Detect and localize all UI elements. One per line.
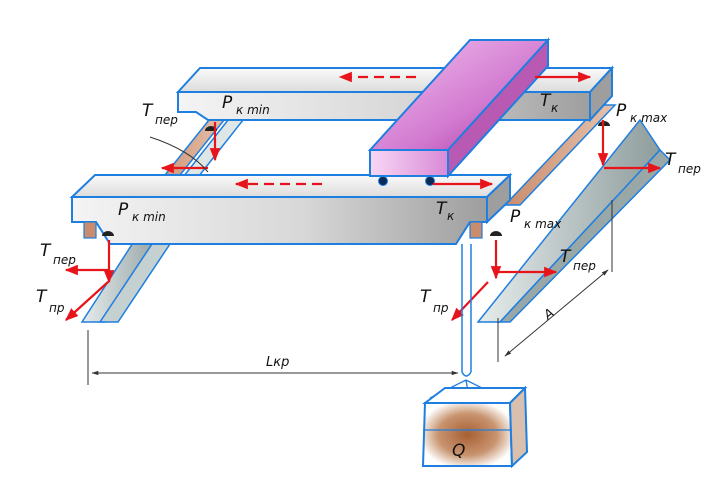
label-t-pr-front-right: T пр [420,287,449,315]
label-t-k-back: T к [540,91,559,115]
t-k-front-main: T [436,199,448,219]
label-t-per-front-left: T пер [40,241,76,267]
t-k-front-sub: к [447,209,455,223]
t-per-back-left-main: T [142,101,154,121]
t-per-front-right-main: T [560,247,572,267]
label-p-kmin-front: P к min [118,200,166,224]
p-kmax-back-main: P [616,101,627,121]
t-pr-front-left-main: T [36,287,48,307]
label-t-per-front-right: T пер [560,247,596,273]
label-p-kmax-front: P к max [510,207,562,231]
rail-front-right [476,118,672,323]
label-p-kmin-back: P к min [222,93,270,117]
p-kmax-back-sub: к max [630,111,668,125]
p-kmin-back-sub: к min [236,103,270,117]
label-t-k-front: T к [436,199,455,223]
t-per-front-left-sub: пер [53,253,76,267]
t-pr-front-right-sub: пр [433,301,449,315]
label-a-dim: A [540,306,557,324]
p-kmax-front-main: P [510,207,521,227]
trolley [367,37,551,186]
label-t-per-back-left: T пер [142,101,178,127]
t-pr-front-right-main: T [420,287,432,307]
t-per-back-right-main: T [665,150,677,170]
hook-and-load [421,244,529,469]
label-t-per-back-right: T пер [665,150,701,176]
label-p-kmax-back: P к max [616,101,668,125]
t-per-front-left-main: T [40,241,52,261]
angle-arc [149,136,209,173]
label-load-q: Q [452,441,465,461]
label-l-kr: Lкр [266,355,289,370]
t-k-back-sub: к [551,101,559,115]
p-kmin-back-main: P [222,93,233,113]
t-per-back-left-sub: пер [155,113,178,127]
t-k-back-main: T [540,91,552,111]
rail-front-left [80,231,180,323]
p-kmax-front-sub: к max [524,217,562,231]
t-pr-front-left-sub: пр [49,301,65,315]
t-per-front-right-sub: пер [573,259,596,273]
girder-front [69,172,513,245]
p-kmin-front-main: P [118,200,129,220]
p-kmin-front-sub: к min [132,210,166,224]
rail-back-right [503,104,617,206]
t-per-back-right-sub: пер [678,162,701,176]
label-t-pr-front-left: T пр [36,287,65,315]
